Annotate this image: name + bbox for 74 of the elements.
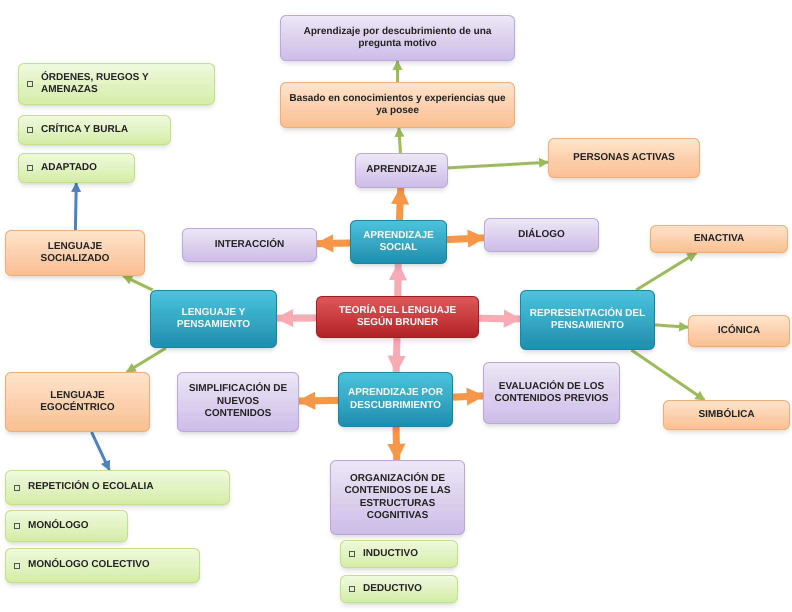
arrow [389,262,407,296]
concept-box [280,82,515,128]
topic-box [520,290,655,350]
node-label: LENGUAJE EGOCÉNTRICO [39,390,116,414]
arrow [315,234,350,252]
concept-box [650,225,788,253]
node-label: DEDUCTIVO [363,582,422,596]
list-item-box [5,470,230,505]
node-label: TEORÍA DEL LENGUAJE SEGÚN BRUNER [338,304,458,330]
topic-box [350,220,447,264]
node-label: Basado en conocimientos y experiencias que ya posee [289,92,506,118]
node-label: LENGUAJE Y PENSAMIENTO [176,306,252,332]
arrow [448,158,549,170]
node-label: APRENDIZAJE SOCIAL [362,230,435,254]
arrow [391,186,410,220]
node-label: MONÓLOGO [28,520,89,532]
node-label: LENGUAJE SOCIALIZADO [40,240,110,266]
concept-box [548,138,700,178]
node-label: APRENDIZAJE POR DESCUBRIMIENTO [347,387,444,412]
node-label: ÓRDENES, RUEGOS Y AMENAZAS [41,72,150,96]
concept-box [483,362,620,424]
node-label: INDUCTIVO [363,548,418,560]
topic-box [150,290,277,348]
node-label: REPRESENTACIÓN DEL PENSAMIENTO [529,308,646,332]
node-label: REPETICIÓN O ECOLALIA [28,481,154,494]
arrow [452,388,485,406]
central-topic-box [316,296,479,338]
concept-box [484,218,599,252]
list-item-box [5,548,200,583]
node-label: ICÓNICA [718,324,760,338]
node-label: Aprendizaje por descubrimiento de una pregunta motivo [302,26,492,50]
arrow [122,274,154,292]
node-label: DIÁLOGO [518,228,565,242]
arrow [297,392,338,410]
node-label: SIMBÓLICA [698,408,755,422]
node-label: ENACTIVA [694,232,744,246]
node-label: APRENDIZAJE [366,164,437,177]
concept-box [688,315,790,347]
node-label: CRÍTICA Y BURLA [41,124,128,136]
concept-box [182,228,317,262]
arrow [387,426,406,462]
concept-box [177,372,299,432]
list-item-box [18,153,135,183]
arrow [635,252,698,292]
arrow [446,230,486,248]
arrow [630,348,706,402]
arrow [90,431,111,471]
list-item-box [340,575,458,603]
list-item-box [18,63,215,105]
node-label: PERSONAS ACTIVAS [573,152,675,164]
concept-box [330,460,465,535]
concept-box [5,372,150,432]
topic-box [338,372,453,427]
arrow [275,309,316,328]
arrow [71,182,82,230]
concept-box [355,153,448,188]
arrow [478,310,522,328]
arrow [394,127,404,154]
node-label: SIMPLIFICACIÓN DE NUEVOS CONTENIDOS [188,383,288,421]
node-label: ORGANIZACIÓN DE CONTENIDOS DE LAS ESTRUCTURAS COGNITIVAS [343,472,452,522]
node-label: INTERACCIÓN [214,238,284,252]
arrow [654,322,689,332]
node-label: ADAPTADO [41,162,97,174]
list-item-box [340,540,458,568]
node-label: EVALUACIÓN DE LOS CONTENIDOS PREVIOS [494,380,610,406]
arrow [392,60,402,82]
concept-box [5,230,145,276]
concept-box [663,400,790,430]
list-item-box [5,510,128,542]
arrow [388,338,406,374]
node-label: MONÓLOGO COLECTIVO [28,559,150,572]
list-item-box [18,115,171,145]
concept-box [280,15,515,61]
arrow [126,346,167,374]
